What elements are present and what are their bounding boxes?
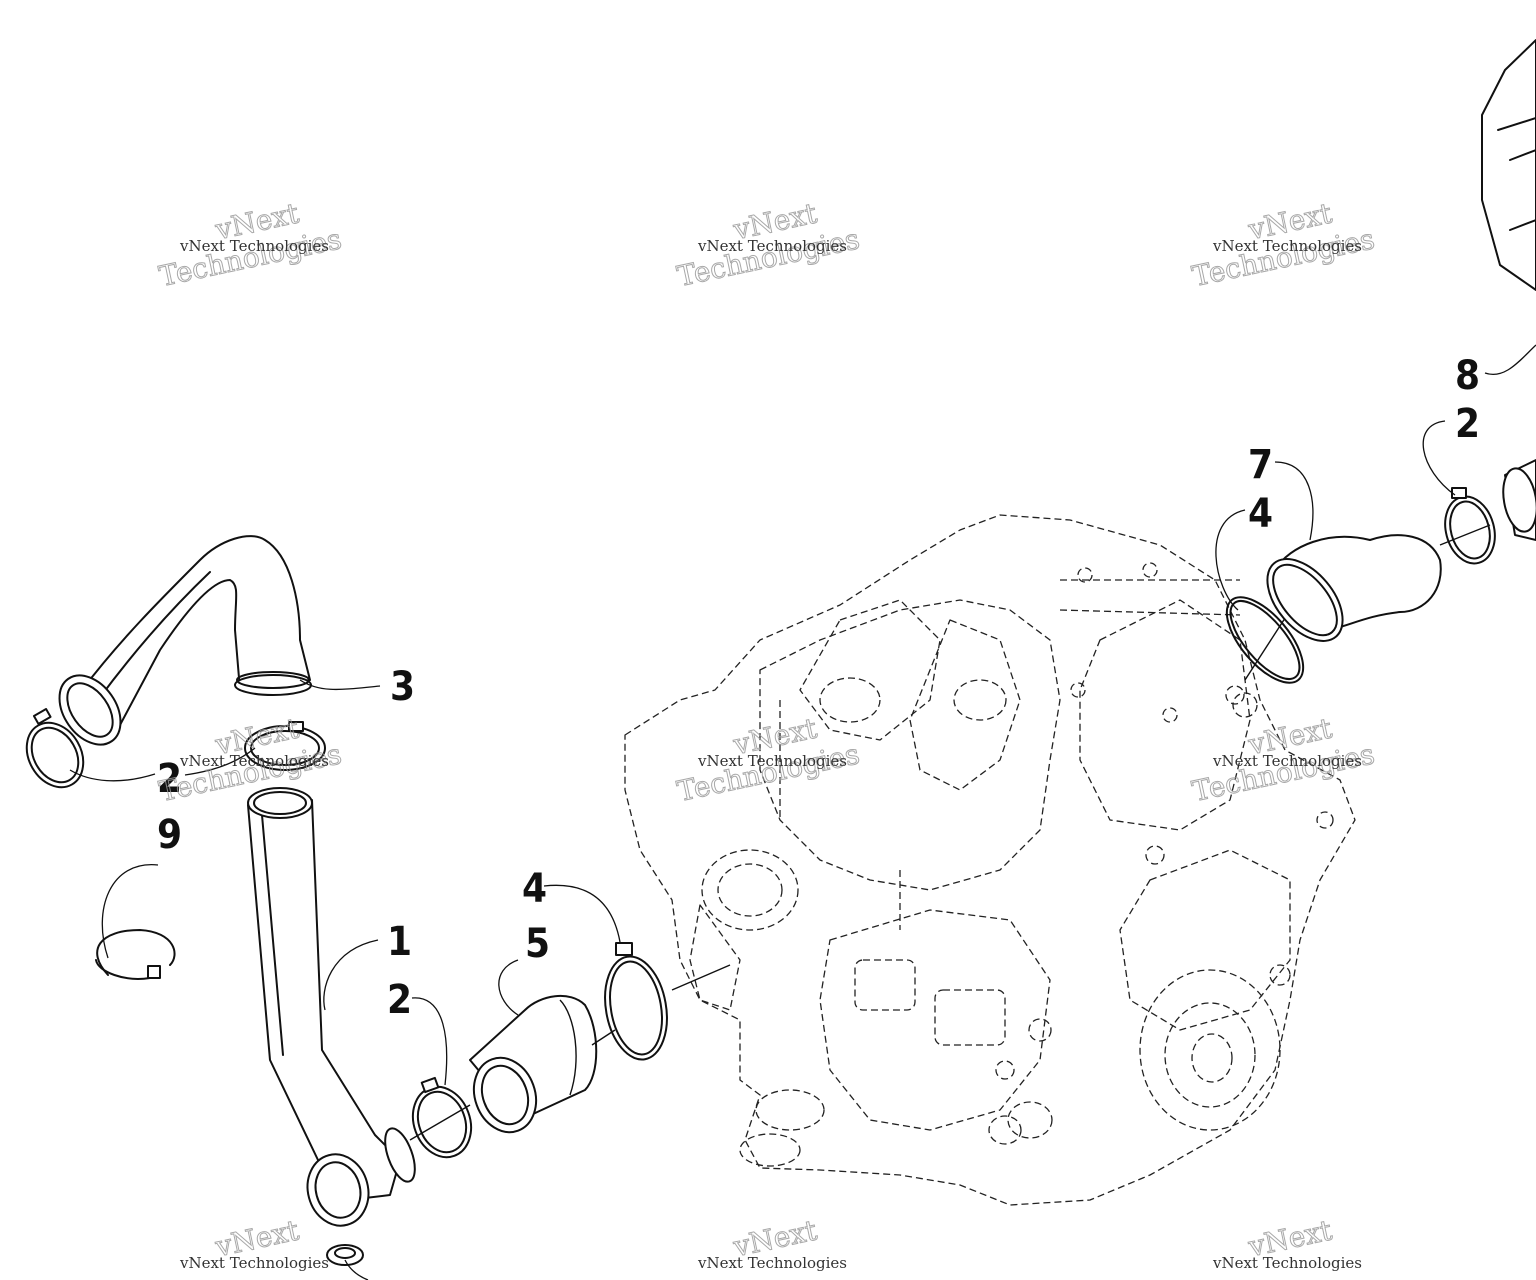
callout-2-lower: 2 [387, 977, 412, 1023]
callout-2-left: 2 [157, 756, 182, 802]
hose-clamp [244, 721, 326, 771]
svg-text:vNext Technologies: vNext Technologies [1212, 1254, 1362, 1272]
callout-3: 3 [390, 664, 415, 710]
o-ring [1225, 596, 1305, 684]
svg-text:vNext Technologies: vNext Technologies [1212, 237, 1362, 255]
hose-clamp [25, 708, 85, 789]
callout-4-upper: 4 [1248, 491, 1273, 537]
elbow-coupler [1266, 534, 1442, 642]
callout-1: 1 [387, 919, 412, 965]
watermark: vNext Technologies vNext Technologies [156, 196, 345, 294]
hose-clamp [604, 942, 668, 1061]
pipe-end [1502, 459, 1536, 541]
upper-hose [58, 535, 312, 746]
svg-text:vNext Technologies: vNext Technologies [697, 237, 847, 255]
leader-lines [69, 344, 1536, 1280]
watermark: vNext vNext Technologies [179, 1213, 329, 1272]
long-tube [247, 787, 416, 1266]
watermark: vNext Technologies vNext Technologies [1189, 196, 1378, 294]
callout-8: 8 [1455, 353, 1480, 399]
callout-4-lower: 4 [522, 866, 547, 912]
svg-text:vNext Technologies: vNext Technologies [179, 237, 329, 255]
watermark: vNext Technologies vNext Technologies [674, 711, 863, 809]
watermark: vNext vNext Technologies [1212, 1213, 1362, 1272]
svg-text:vNext Technologies: vNext Technologies [697, 752, 847, 770]
airbox-housing [1481, 39, 1536, 291]
engine-outline [624, 514, 1356, 1206]
hose-clamp [1444, 487, 1496, 565]
callouts: 3 2 9 1 2 4 5 7 4 2 8 [157, 353, 1480, 1023]
callout-7: 7 [1248, 442, 1273, 488]
svg-text:vNext Technologies: vNext Technologies [179, 1254, 329, 1272]
svg-text:vNext Technologies: vNext Technologies [697, 1254, 847, 1272]
hose-clamp [411, 1076, 473, 1159]
band-clamp [95, 929, 176, 980]
callout-2-right: 2 [1455, 401, 1480, 447]
callout-5: 5 [525, 921, 550, 967]
watermark: vNext vNext Technologies [697, 1213, 847, 1272]
svg-text:vNext Technologies: vNext Technologies [1212, 752, 1362, 770]
reducer-coupler [469, 994, 598, 1134]
watermark: vNext Technologies vNext Technologies [1189, 711, 1378, 809]
watermark: vNext Technologies vNext Technologies [674, 196, 863, 294]
callout-9: 9 [157, 812, 182, 858]
svg-text:vNext Technologies: vNext Technologies [179, 752, 329, 770]
